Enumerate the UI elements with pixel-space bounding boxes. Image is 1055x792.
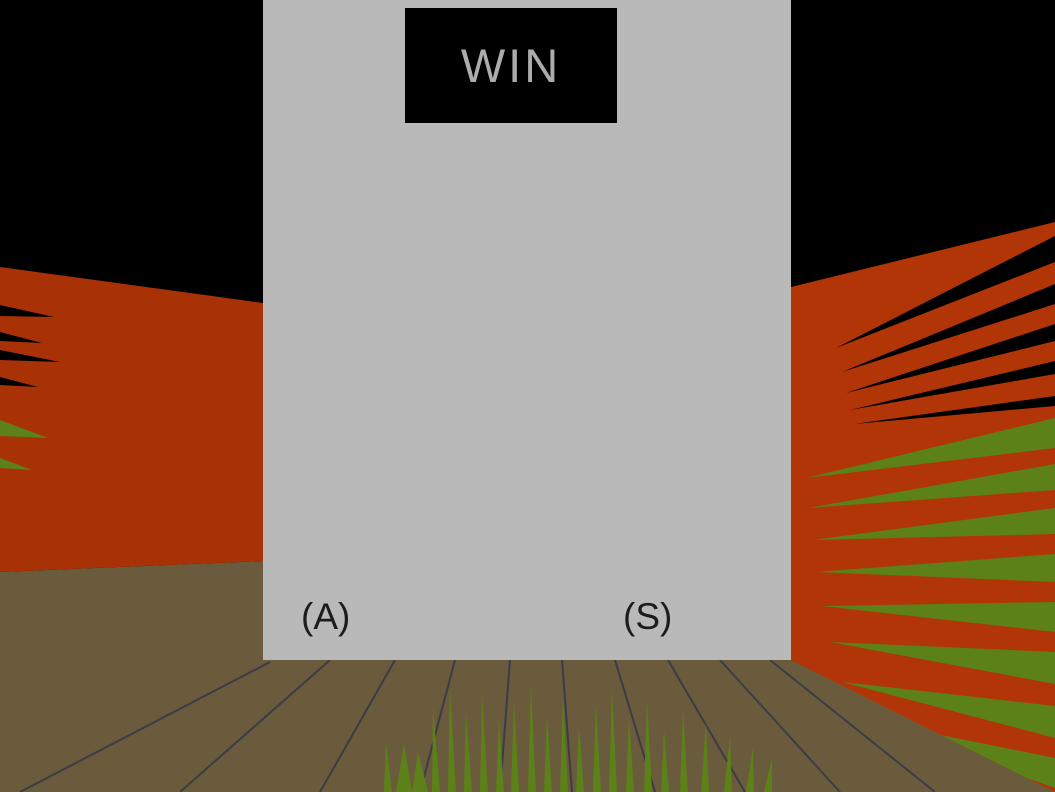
- left-key-hint[interactable]: (A): [301, 596, 351, 637]
- grass-tufts: [384, 688, 772, 792]
- win-sign: WIN: [405, 8, 617, 123]
- right-key-hint[interactable]: (S): [623, 596, 673, 637]
- win-sign-text: WIN: [460, 39, 562, 92]
- left-wall: [0, 267, 263, 572]
- end-wall-panel: WIN (A) (S): [263, 0, 791, 660]
- floor-seam-lines: [19, 659, 936, 792]
- corridor-floor: [0, 561, 1055, 792]
